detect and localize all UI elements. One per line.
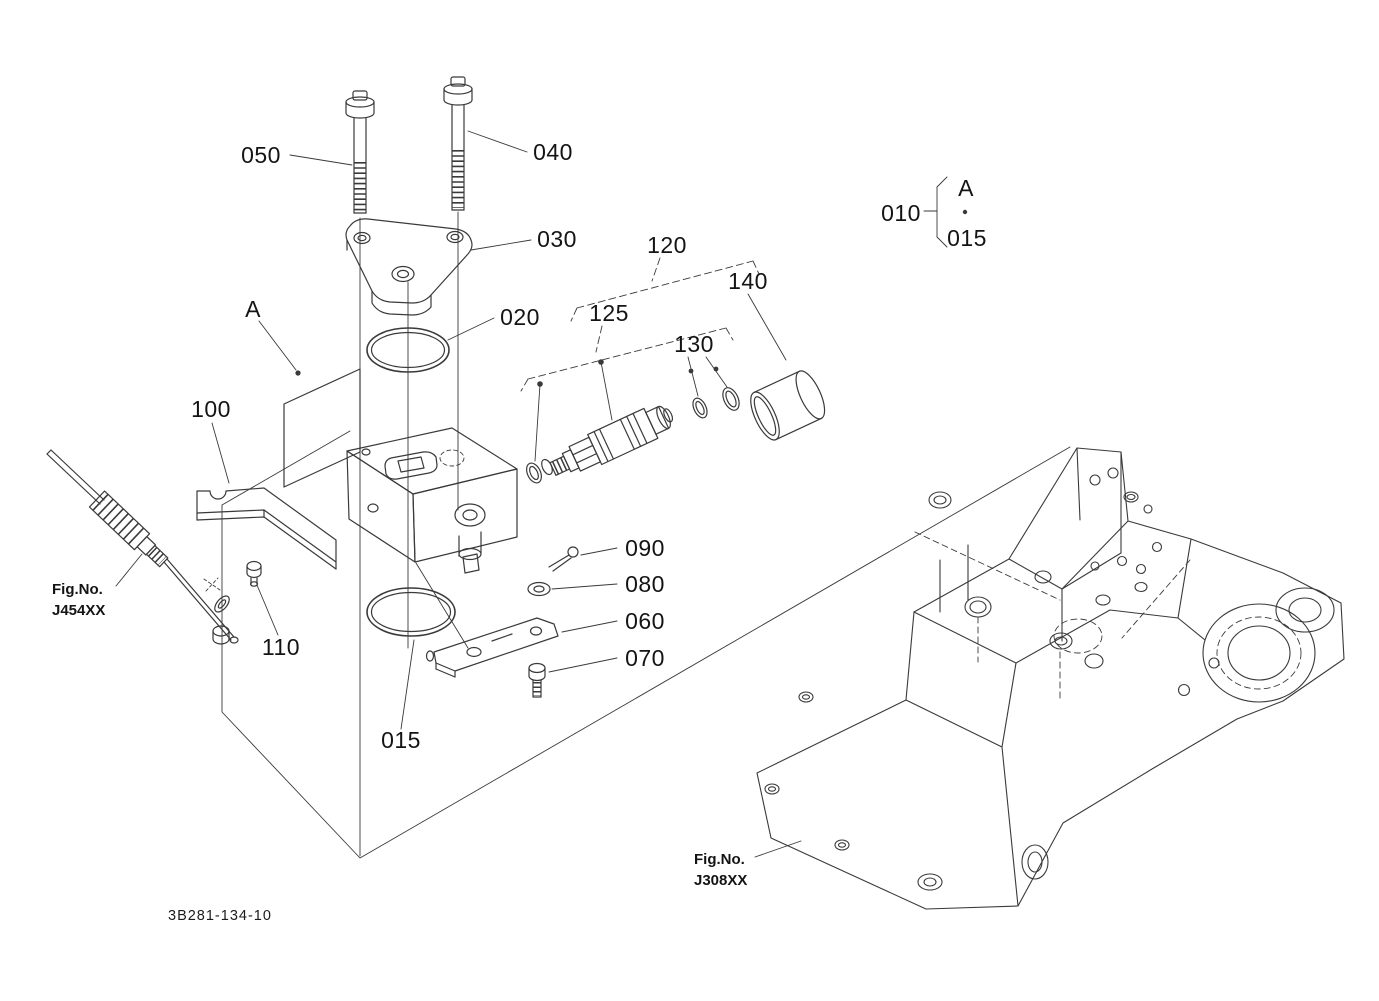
group-brackets-dashed bbox=[520, 257, 760, 392]
leader-110 bbox=[256, 584, 279, 636]
part-060-plate bbox=[425, 617, 559, 678]
leader-020 bbox=[447, 317, 495, 341]
part-100-bracket bbox=[196, 487, 337, 570]
leader-080 bbox=[551, 583, 618, 590]
fig-ref-left-title: Fig.No. bbox=[52, 581, 103, 598]
callout-a-left: A bbox=[245, 296, 261, 322]
leader-lines bbox=[115, 130, 948, 858]
lock-washer-phantom bbox=[203, 577, 221, 592]
callout-140: 140 bbox=[728, 268, 768, 294]
part-130-orings bbox=[692, 387, 740, 419]
leader-140 bbox=[747, 293, 787, 361]
part-140-cap bbox=[750, 370, 826, 441]
part-020-oring bbox=[366, 327, 450, 373]
callout-015: 015 bbox=[381, 727, 421, 753]
part-015-oring bbox=[366, 587, 456, 637]
leader-a-left bbox=[258, 320, 297, 371]
leader-070 bbox=[548, 657, 618, 673]
section-plane-lines bbox=[221, 211, 1071, 859]
leader-130a bbox=[687, 356, 699, 397]
part-125-cartridge bbox=[549, 405, 674, 476]
cable-assembly bbox=[46, 449, 239, 645]
leader-060 bbox=[561, 620, 618, 633]
part-050-bolt bbox=[345, 90, 375, 214]
leader-dots bbox=[295, 209, 968, 387]
callout-080: 080 bbox=[625, 571, 665, 597]
leader-030 bbox=[470, 239, 532, 251]
leader-100 bbox=[211, 422, 230, 484]
callout-030: 030 bbox=[537, 226, 577, 252]
part-090-pin bbox=[548, 546, 579, 572]
callout-110: 110 bbox=[262, 634, 300, 660]
transmission-case bbox=[756, 447, 1345, 910]
callout-120: 120 bbox=[647, 232, 687, 258]
part-070-bolt bbox=[528, 662, 546, 698]
leader-130b bbox=[705, 356, 728, 388]
callout-100: 100 bbox=[191, 396, 231, 422]
leader-050 bbox=[289, 154, 353, 166]
part-030-flange bbox=[345, 218, 473, 316]
leader-fig-left bbox=[115, 553, 143, 587]
drawing-number: 3B281-134-10 bbox=[168, 908, 272, 924]
fig-ref-right-code: J308XX bbox=[694, 872, 747, 889]
callout-125: 125 bbox=[589, 300, 629, 326]
fig-ref-right-title: Fig.No. bbox=[694, 851, 745, 868]
leader-040 bbox=[467, 130, 528, 153]
group-dot-leaders bbox=[534, 361, 613, 462]
part-110-plug bbox=[246, 560, 262, 587]
callout-010-a: A bbox=[958, 175, 974, 201]
part-080-washer bbox=[527, 581, 551, 597]
callout-010: 010 bbox=[881, 200, 921, 226]
callout-050: 050 bbox=[241, 142, 281, 168]
part-040-bolt bbox=[443, 76, 473, 211]
callout-130: 130 bbox=[674, 331, 714, 357]
fig-ref-left-code: J454XX bbox=[52, 602, 105, 619]
callout-060: 060 bbox=[625, 608, 665, 634]
callout-010-015: 015 bbox=[947, 225, 987, 251]
part-125-oring bbox=[526, 458, 553, 484]
leader-090 bbox=[580, 547, 618, 556]
callout-040: 040 bbox=[533, 139, 573, 165]
callout-020: 020 bbox=[500, 304, 540, 330]
leader-015 bbox=[400, 639, 415, 730]
callout-070: 070 bbox=[625, 645, 665, 671]
valve-body bbox=[283, 368, 518, 649]
leader-fig-right bbox=[754, 840, 802, 858]
callout-090: 090 bbox=[625, 535, 665, 561]
